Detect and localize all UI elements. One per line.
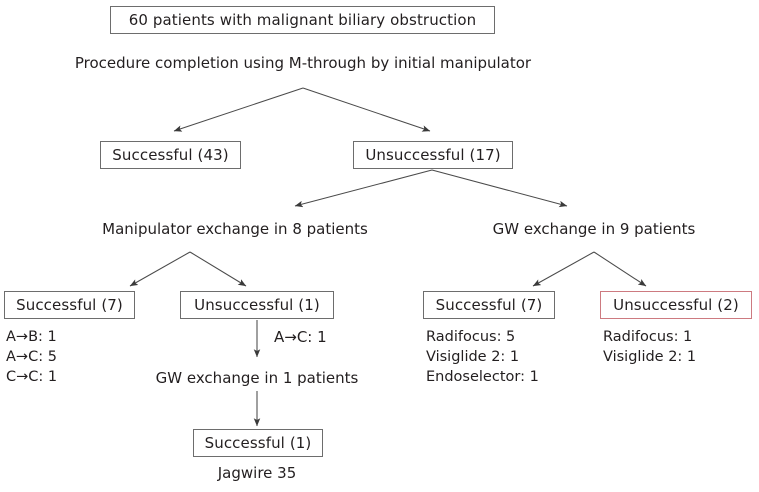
edge-unsuccessful17-to-manipulator: [294, 169, 433, 208]
edge-manipulator-to-successful7: [129, 251, 191, 287]
node-final-successful-1-label: Successful (1): [204, 433, 312, 452]
node-gw-unsuccessful-2-label: Unsuccessful (2): [613, 295, 739, 314]
subtitle-procedure-completion: Procedure completion using M-through by …: [75, 56, 531, 71]
edge-label-a-to-c-text: A→C: 1: [274, 328, 327, 346]
edge-root-to-successful-43: [173, 87, 304, 132]
label-gw-exchange-in-1-text: GW exchange in 1 patients: [155, 369, 359, 387]
edge-gw-to-unsuccessful2: [593, 251, 647, 287]
list-item: Visiglide 2: 1: [603, 349, 697, 365]
node-manipulator-unsuccessful-1[interactable]: Unsuccessful (1): [180, 291, 334, 319]
label-gw-exchange-text: GW exchange in 9 patients: [492, 220, 696, 238]
label-manipulator-exchange-text: Manipulator exchange in 8 patients: [102, 220, 368, 238]
node-gw-successful-7-label: Successful (7): [435, 295, 543, 314]
list-item: Radifocus: 5: [426, 329, 516, 345]
label-manipulator-exchange: Manipulator exchange in 8 patients: [102, 222, 368, 237]
node-successful-43-label: Successful (43): [112, 145, 229, 164]
list-gw-unsuccessful-details: Radifocus: 1 Visiglide 2: 1: [603, 327, 696, 367]
list-item: Endoselector: 1: [426, 369, 539, 385]
node-manipulator-successful-7-label: Successful (7): [16, 295, 123, 314]
node-manipulator-successful-7[interactable]: Successful (7): [4, 291, 135, 319]
list-item: Visiglide 2: 1: [426, 349, 520, 365]
node-root[interactable]: 60 patients with malignant biliary obstr…: [110, 6, 495, 34]
list-gw-successful-details: Radifocus: 5 Visiglide 2: 1 Endoselector…: [426, 327, 539, 387]
node-gw-unsuccessful-2[interactable]: Unsuccessful (2): [600, 291, 752, 319]
caption-jagwire-35: Jagwire 35: [218, 466, 297, 481]
edge-gw-to-successful7: [532, 251, 595, 287]
label-gw-exchange-in-1: GW exchange in 1 patients: [156, 371, 359, 386]
node-unsuccessful-17-label: Unsuccessful (17): [365, 145, 501, 164]
node-root-label: 60 patients with malignant biliary obstr…: [128, 10, 477, 29]
node-gw-successful-7[interactable]: Successful (7): [423, 291, 555, 319]
list-item: Radifocus: 1: [603, 329, 693, 345]
node-final-successful-1[interactable]: Successful (1): [193, 429, 323, 457]
list-item: A→B: 1: [6, 329, 57, 345]
label-gw-exchange: GW exchange in 9 patients: [493, 222, 696, 237]
subtitle-text: Procedure completion using M-through by …: [74, 54, 532, 72]
edge-manipulator-to-unsuccessful1: [189, 251, 247, 287]
node-manipulator-unsuccessful-1-label: Unsuccessful (1): [194, 295, 320, 314]
list-item: C→C: 1: [6, 369, 58, 385]
node-successful-43[interactable]: Successful (43): [100, 141, 241, 169]
node-unsuccessful-17[interactable]: Unsuccessful (17): [353, 141, 513, 169]
caption-jagwire-35-text: Jagwire 35: [217, 464, 297, 482]
list-manipulator-successful-details: A→B: 1 A→C: 5 C→C: 1: [6, 327, 57, 387]
edge-root-to-unsuccessful-17: [302, 87, 431, 132]
edge-label-a-to-c: A→C: 1: [274, 330, 327, 345]
list-item: A→C: 5: [6, 349, 57, 365]
edge-unsuccessful17-to-gw: [431, 169, 568, 208]
